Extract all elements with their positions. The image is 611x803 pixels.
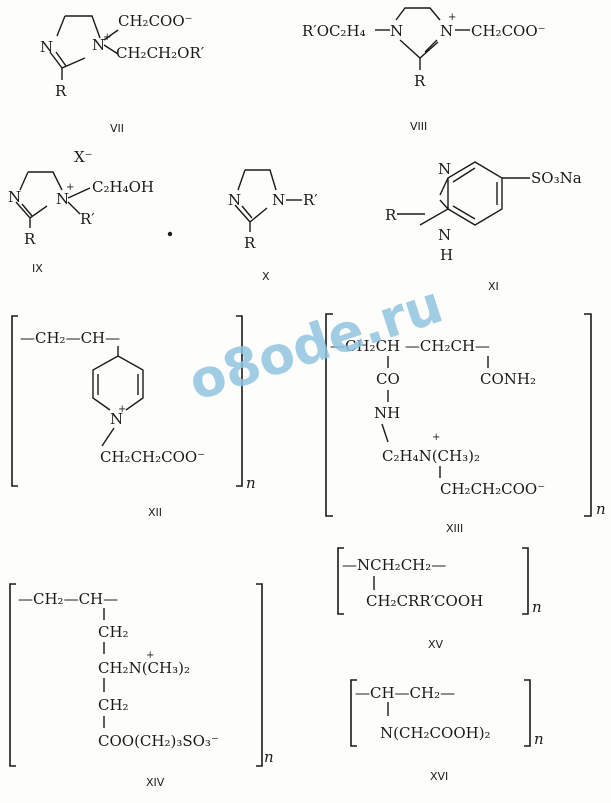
vii-label: VII	[110, 122, 124, 135]
xv-side: CH₂CRR′COOH	[366, 592, 483, 610]
structure-viii: R′OC₂H₄ N N + CH₂COO⁻ R VIII	[302, 7, 546, 133]
xv-subscript-n: n	[532, 598, 542, 616]
xiv-ch2n: CH₂N(CH₃)₂	[98, 659, 190, 677]
structure-xvi: —CH—CH₂— N(CH₂COOH)₂ n XVI	[350, 679, 544, 783]
structure-xii: —CH₂—CH— N + CH₂CH₂COO⁻ n XII	[11, 315, 256, 519]
xii-backbone: —CH₂—CH—	[20, 329, 120, 347]
vii-ch2coo: CH₂COO⁻	[118, 12, 193, 30]
ix-charge: +	[66, 182, 74, 193]
ix-x-anion: X⁻	[74, 148, 93, 166]
structure-ix: X⁻ N N + C₂H₄OH R′ R IX	[8, 148, 154, 275]
xiv-backbone: —CH₂—CH—	[18, 590, 118, 608]
ix-rp: R′	[80, 210, 95, 228]
viii-ch2coo: CH₂COO⁻	[471, 22, 546, 40]
x-n1: N	[272, 191, 285, 209]
x-rp: R′	[303, 191, 318, 209]
xvi-side: N(CH₂COOH)₂	[380, 724, 491, 742]
xiv-ch2b: CH₂	[98, 696, 129, 714]
structure-xiii: —CH₂CH —CH₂CH— CO CONH₂ NH C₂H₄N(CH₃)₂ +…	[325, 313, 606, 535]
viii-charge: +	[448, 12, 456, 23]
xiii-nh: NH	[374, 404, 400, 422]
structure-vii: N N + CH₂COO⁻ CH₂CH₂OR′ R VII	[40, 12, 205, 135]
ix-n-plus: N	[56, 190, 69, 208]
xv-label: XV	[428, 638, 444, 651]
x-ring-n: N	[228, 191, 241, 209]
xi-n-top: N	[438, 160, 451, 178]
xiii-subscript-n: n	[596, 500, 606, 518]
ix-c2h4oh: C₂H₄OH	[92, 178, 154, 196]
ix-ring-n: N	[8, 188, 21, 206]
xiv-label: XIV	[146, 776, 165, 789]
xvi-subscript-n: n	[534, 730, 544, 748]
xv-backbone: —NCH₂CH₂—	[342, 556, 446, 574]
viii-rococ2h4: R′OC₂H₄	[302, 22, 366, 40]
x-r: R	[244, 234, 256, 252]
x-label: X	[262, 270, 270, 283]
structure-x: N N R′ R X	[167, 169, 318, 283]
viii-label: VIII	[410, 120, 427, 133]
watermark: o8ode.ru	[182, 275, 450, 413]
xii-n: N	[110, 410, 123, 428]
xii-label: XII	[148, 506, 162, 519]
structure-xiv: —CH₂—CH— CH₂ CH₂N(CH₃)₂ + CH₂ COO(CH₂)₃S…	[9, 583, 274, 789]
vii-n-plus: N	[92, 36, 105, 54]
xiv-ester: COO(CH₂)₃SO₃⁻	[98, 732, 219, 750]
xvi-label: XVI	[430, 770, 448, 783]
xi-so3na: SO₃Na	[531, 169, 582, 187]
xi-r: R	[385, 206, 397, 224]
xi-nh-n: N	[438, 226, 451, 244]
ix-label: IX	[32, 262, 43, 275]
xiii-conh2: CONH₂	[480, 370, 536, 388]
ix-r: R	[24, 230, 36, 248]
xii-charge: +	[118, 404, 126, 415]
vii-r: R	[55, 82, 67, 100]
xi-label: XI	[488, 280, 499, 293]
xiv-subscript-n: n	[264, 748, 274, 766]
xiii-side: CH₂CH₂COO⁻	[440, 480, 545, 498]
structure-xv: —NCH₂CH₂— CH₂CRR′COOH n XV	[337, 547, 542, 651]
xiii-backbone: —CH₂CH —CH₂CH—	[330, 337, 490, 355]
xii-subscript-n: n	[246, 474, 256, 492]
structure-xi: N N H R SO₃Na XI	[385, 160, 582, 293]
xii-side: CH₂CH₂COO⁻	[100, 448, 205, 466]
vii-ch2ch2or: CH₂CH₂OR′	[116, 44, 205, 62]
xiii-label: XIII	[446, 522, 463, 535]
viii-n2: N	[440, 22, 453, 40]
xiv-charge: +	[146, 650, 154, 661]
viii-n1: N	[390, 22, 403, 40]
bullet-dot	[167, 231, 173, 237]
xiii-co: CO	[376, 370, 400, 388]
xiii-c2h4n: C₂H₄N(CH₃)₂	[382, 447, 480, 465]
xiii-charge: +	[432, 432, 440, 443]
xvi-backbone: —CH—CH₂—	[355, 684, 455, 702]
vii-ring-n: N	[40, 38, 53, 56]
xi-nh-h: H	[440, 246, 453, 264]
xiv-ch2a: CH₂	[98, 623, 129, 641]
viii-r: R	[414, 72, 426, 90]
